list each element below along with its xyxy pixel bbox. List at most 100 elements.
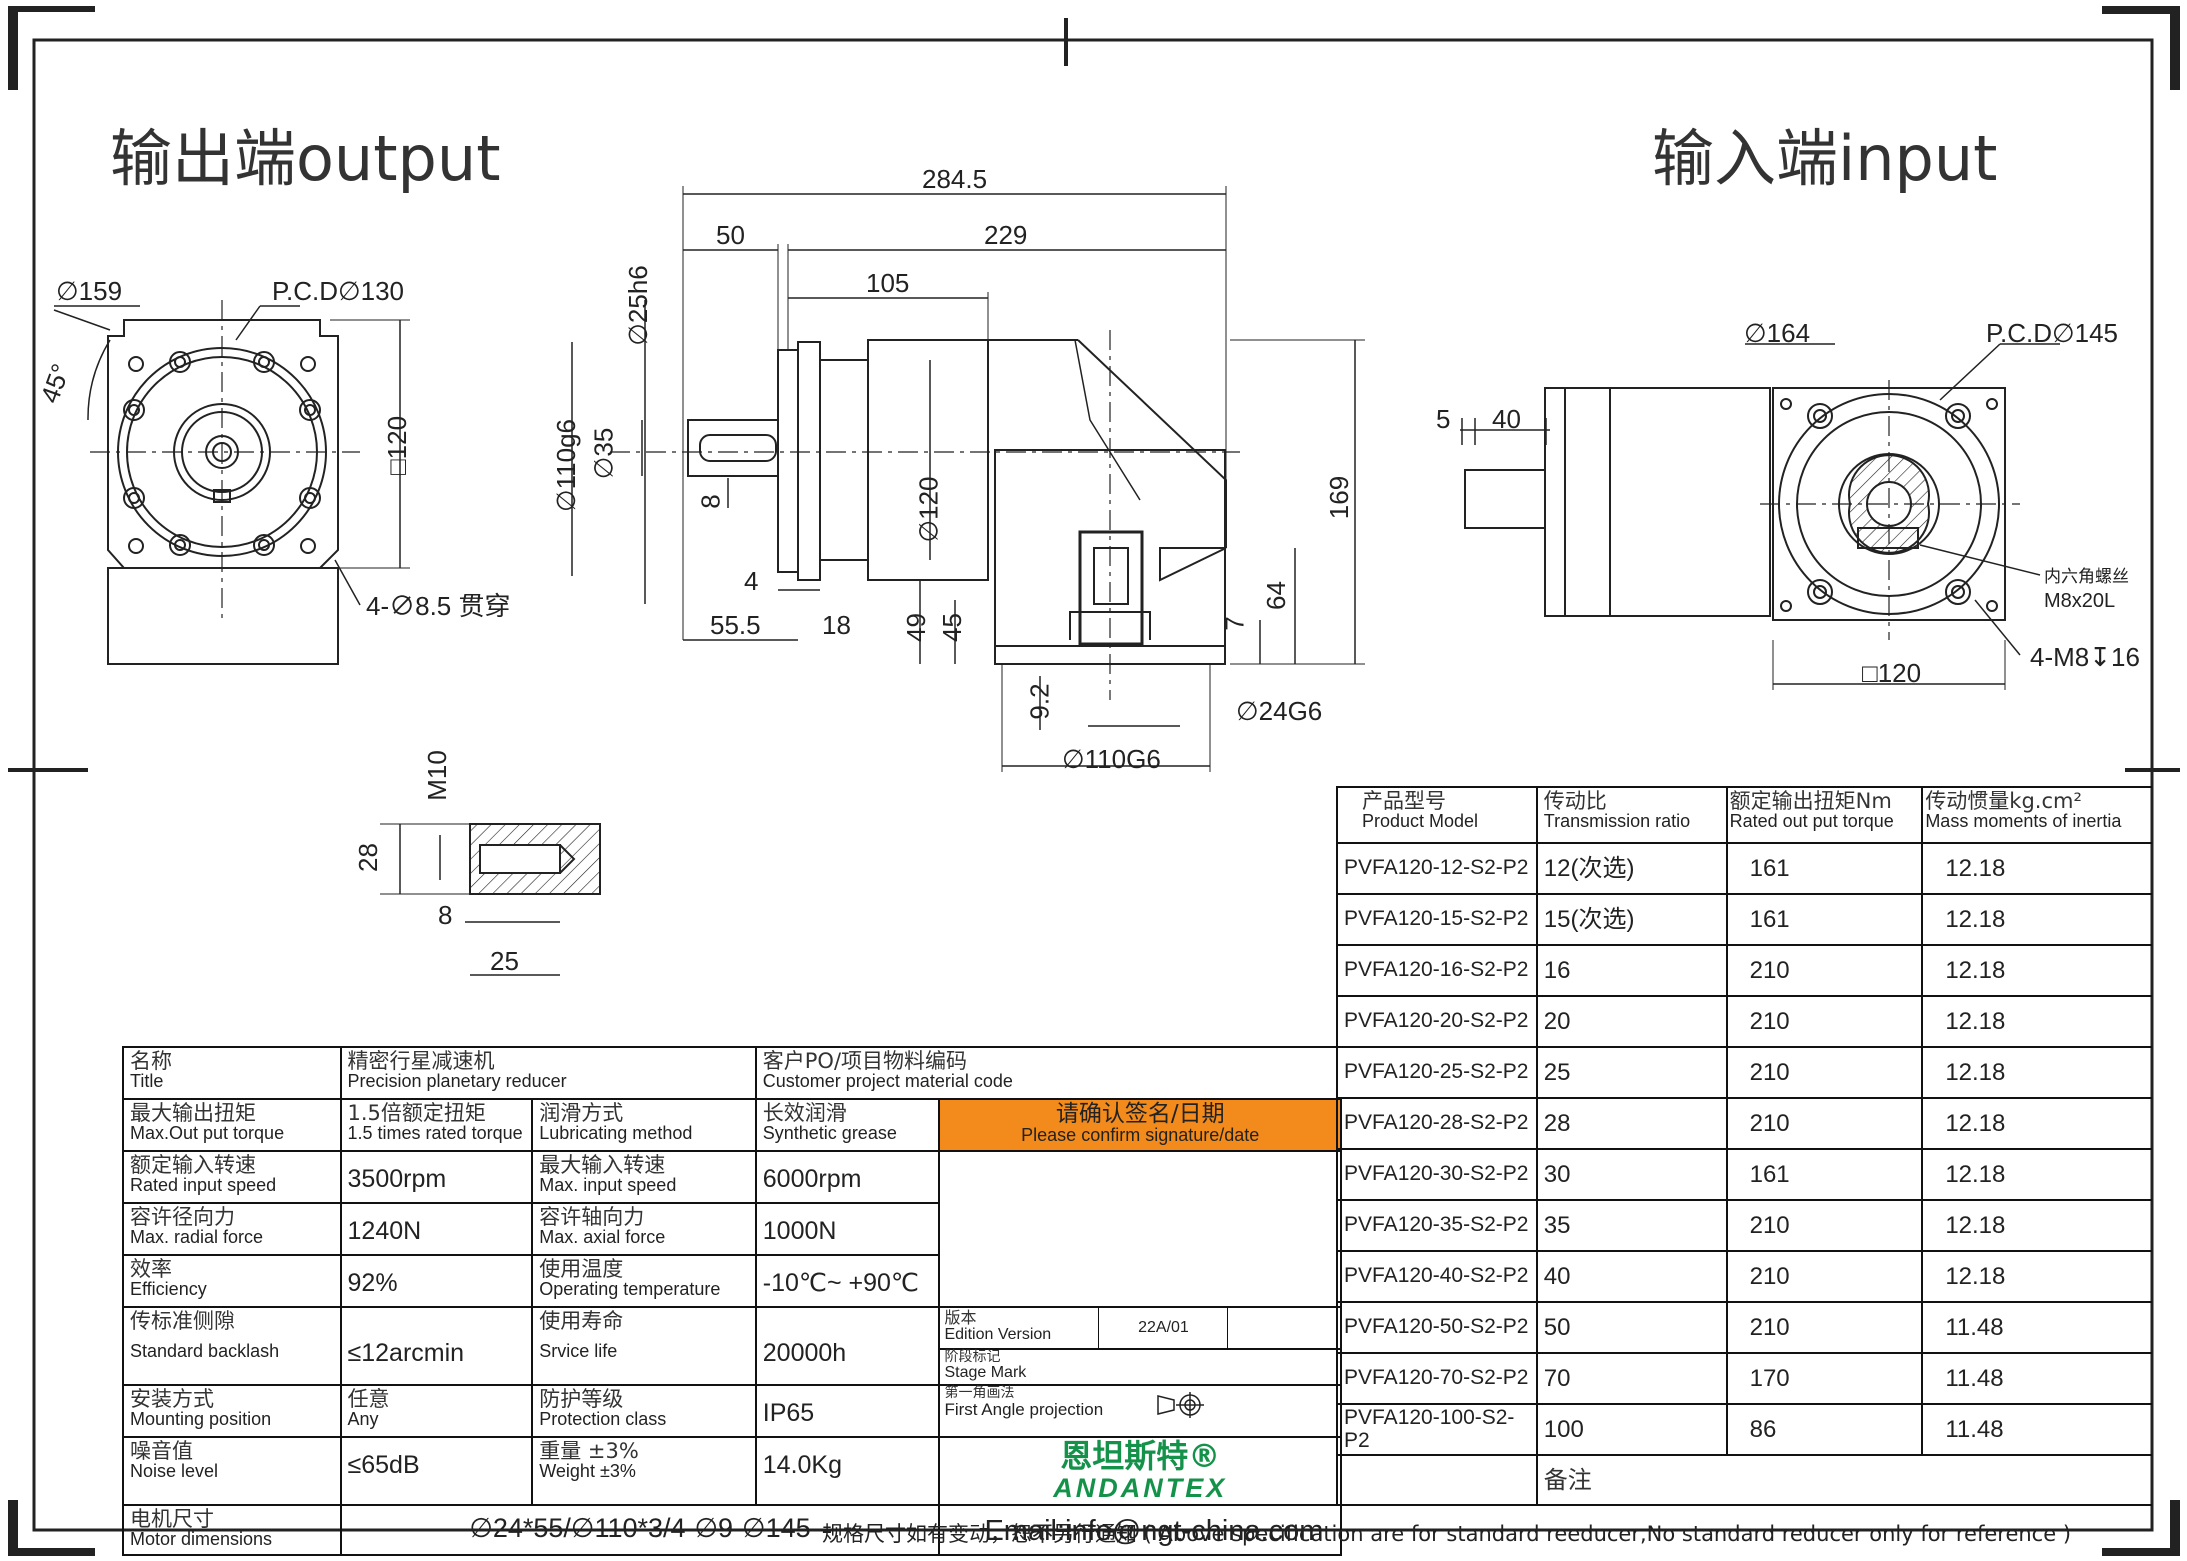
product-torque: 210 (1749, 1211, 1790, 1239)
product-ratio: 70 (1543, 1364, 1571, 1392)
dim-229: 229 (984, 220, 1028, 250)
product-torque: 161 (1749, 1160, 1790, 1188)
eff-label-en: Efficiency (130, 1279, 207, 1300)
dim-sq120-left: □120 (382, 415, 413, 476)
temp-label-zh: 使用温度 (539, 1257, 624, 1281)
stage-label-en: Stage Mark (944, 1363, 1027, 1381)
mount-value-zh: 任意 (347, 1387, 390, 1411)
product-ratio: 40 (1543, 1262, 1571, 1290)
product-ratio: 15(次选) (1543, 905, 1635, 933)
product-inertia: 12.18 (1945, 905, 2006, 933)
temp-label-en: Operating temperature (539, 1279, 721, 1300)
back-label-zh: 传标准侧隙 (130, 1309, 235, 1333)
output-flange-view (53, 300, 410, 665)
life-label-en: Srvice life (539, 1341, 618, 1362)
product-torque: 161 (1749, 854, 1790, 882)
title-label-zh: 名称 (130, 1049, 172, 1073)
header-torque-en: Rated out put torque (1729, 811, 1894, 832)
product-torque: 210 (1749, 1262, 1790, 1290)
dim-92: 9.2 (1024, 683, 1055, 720)
dim-sq120-right: □120 (1862, 658, 1922, 688)
header-model-zh: 产品型号 (1362, 789, 1446, 813)
product-ratio: 12(次选) (1543, 854, 1635, 882)
noise-value: ≤65dB (347, 1451, 420, 1479)
prot-label-zh: 防护等级 (539, 1387, 624, 1411)
hex-note-zh: 内六角螺丝 (2044, 567, 2129, 587)
product-model: PVFA120-50-S2-P2 (1344, 1315, 1529, 1339)
rin-label-zh: 额定输入转速 (130, 1153, 256, 1177)
prot-value: IP65 (762, 1399, 815, 1427)
dim-5: 5 (1436, 404, 1451, 434)
weight-value: 14.0Kg (762, 1451, 843, 1479)
ax-label-en: Max. axial force (539, 1227, 666, 1248)
title-value-en: Precision planetary reducer (347, 1071, 567, 1092)
product-ratio: 50 (1543, 1313, 1571, 1341)
dim-m10: M10 (421, 750, 452, 801)
dim-d24: ∅24G6 (1236, 696, 1323, 726)
eff-value: 92% (347, 1269, 398, 1297)
dim-pcd130: P.C.D∅130 (272, 276, 405, 306)
ax-value: 1000N (762, 1217, 837, 1245)
product-torque: 210 (1749, 1058, 1790, 1086)
header-torque-zh: 额定输出扭矩Nm (1729, 789, 1892, 813)
motor-value: ∅24*55/∅110*3/4-∅9-∅145 (469, 1512, 811, 1543)
dim-d120: ∅120 (913, 476, 944, 543)
product-inertia: 11.48 (1945, 1415, 2004, 1443)
product-model: PVFA120-100-S2-P2 (1344, 1406, 1515, 1452)
edition-label-zh: 版本 (944, 1308, 977, 1327)
weight-label-en: Weight ±3% (539, 1461, 636, 1482)
product-model: PVFA120-20-S2-P2 (1344, 1009, 1529, 1033)
dim-d110G6: ∅110G6 (1062, 744, 1161, 774)
dim-d35: ∅35 (588, 427, 619, 480)
temp-value: -10℃~ +90℃ (762, 1269, 920, 1297)
confirm-signature-en: Please confirm signature/date (1021, 1125, 1260, 1146)
product-ratio: 16 (1543, 956, 1571, 984)
product-ratio: 25 (1543, 1058, 1571, 1086)
product-model: PVFA120-35-S2-P2 (1344, 1213, 1529, 1237)
dim-25: 25 (490, 946, 519, 976)
dim-d110: ∅110g6 (551, 418, 582, 513)
rin-value: 3500rpm (347, 1165, 447, 1193)
header-inertia-zh: 传动惯量kg.cm² (1925, 789, 2082, 813)
dim-28: 28 (352, 843, 383, 872)
lub-label-en: Lubricating method (539, 1123, 693, 1144)
maxout-value-en: 1.5 times rated torque (347, 1123, 523, 1144)
dim-holes-left: 4-∅8.5 贯穿 (366, 591, 511, 621)
product-inertia: 11.48 (1945, 1313, 2004, 1341)
motor-label-zh: 电机尺寸 (130, 1506, 214, 1531)
maxout-label-zh: 最大输出扭矩 (130, 1101, 256, 1125)
min-label-zh: 最大输入转速 (539, 1153, 666, 1177)
dim-169: 169 (1324, 475, 1355, 520)
product-inertia: 12.18 (1945, 1262, 2006, 1290)
product-model: PVFA120-25-S2-P2 (1344, 1060, 1529, 1084)
product-torque: 210 (1749, 1313, 1790, 1341)
product-ratio: 28 (1543, 1109, 1571, 1137)
dim-45: 45 (936, 613, 967, 642)
dim-key8: 8 (695, 494, 726, 509)
dim-49: 49 (900, 613, 931, 642)
email-link[interactable]: Email:info@ngt-china.com (984, 1514, 1324, 1547)
mount-label-zh: 安装方式 (130, 1387, 214, 1411)
lub-label-zh: 润滑方式 (539, 1101, 624, 1125)
dim-d159: ∅159 (56, 276, 123, 306)
projection-label-zh: 第一角画法 (944, 1385, 1015, 1401)
output-header: 输出端output (110, 122, 501, 195)
product-torque: 210 (1749, 956, 1790, 984)
lub-value-zh: 长效润滑 (762, 1101, 847, 1125)
eff-label-zh: 效率 (130, 1257, 172, 1281)
dim-64: 64 (1260, 581, 1291, 610)
product-ratio: 100 (1543, 1415, 1584, 1443)
product-torque: 210 (1749, 1109, 1790, 1137)
customer-code-zh: 客户PO/项目物料编码 (762, 1049, 968, 1073)
min-value: 6000rpm (762, 1165, 862, 1193)
mount-value-en: Any (347, 1409, 379, 1430)
dim-7: 7 (1219, 616, 1250, 631)
prot-label-en: Protection class (539, 1409, 667, 1430)
rin-label-en: Rated input speed (130, 1175, 277, 1196)
